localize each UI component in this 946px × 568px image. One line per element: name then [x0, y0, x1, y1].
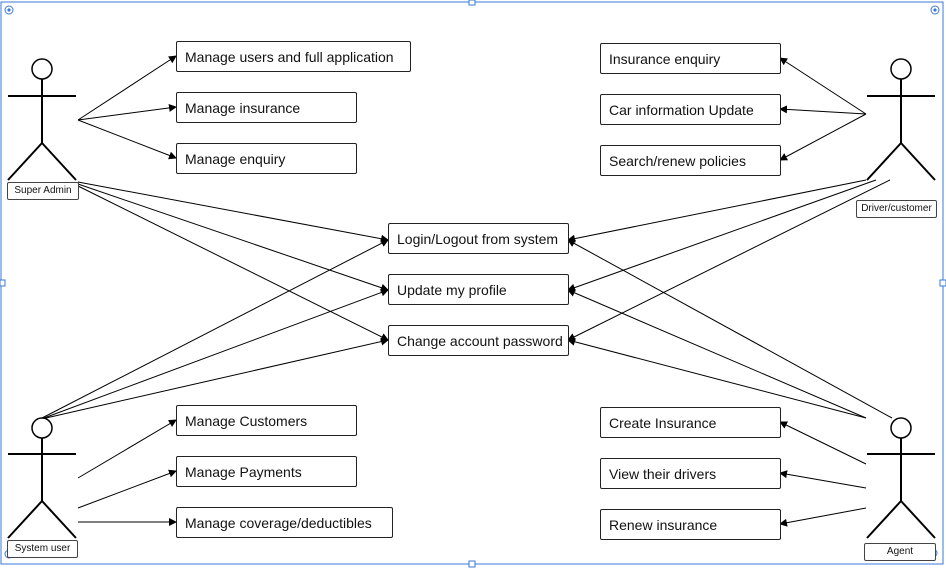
use-case-view-drivers[interactable]: View their drivers [600, 458, 781, 489]
connector [43, 288, 389, 419]
connector [77, 469, 177, 509]
connector [567, 289, 867, 419]
connector [779, 57, 867, 115]
use-case-car-information-update[interactable]: Car information Update [600, 94, 781, 125]
agent-label[interactable]: Agent [864, 543, 936, 561]
connector [779, 507, 867, 527]
use-case-change-password[interactable]: Change account password [388, 325, 569, 356]
agent-actor-figure[interactable] [866, 417, 936, 539]
selection-handle[interactable] [468, 0, 476, 6]
selection-handle[interactable] [468, 560, 476, 568]
super-admin-label[interactable]: Super Admin [7, 182, 79, 200]
connector [779, 470, 867, 489]
use-case-manage-coverage[interactable]: Manage coverage/deductibles [176, 507, 393, 538]
use-case-manage-customers[interactable]: Manage Customers [176, 405, 357, 436]
use-case-manage-payments[interactable]: Manage Payments [176, 456, 357, 487]
connector [567, 179, 867, 243]
rotate-handle[interactable] [4, 5, 14, 15]
connector [779, 421, 867, 465]
connector [77, 419, 177, 479]
connector [567, 337, 867, 419]
driver-customer-label[interactable]: Driver/customer [856, 200, 937, 218]
connector [779, 105, 867, 115]
connector [45, 337, 389, 419]
connector [77, 181, 389, 243]
selection-handle[interactable] [0, 279, 6, 287]
connector [77, 55, 177, 121]
use-case-search-renew-policies[interactable]: Search/renew policies [600, 145, 781, 176]
connector [77, 185, 389, 341]
connector [567, 179, 877, 292]
use-case-manage-insurance[interactable]: Manage insurance [176, 92, 357, 123]
system-user-actor-figure[interactable] [7, 417, 77, 539]
rotate-handle[interactable] [930, 5, 940, 15]
connector [77, 119, 177, 160]
connector [77, 183, 389, 292]
use-case-manage-users[interactable]: Manage users and full application [176, 41, 411, 72]
use-case-login-logout[interactable]: Login/Logout from system [388, 223, 569, 254]
connector [41, 239, 389, 419]
use-case-renew-insurance[interactable]: Renew insurance [600, 509, 781, 540]
use-case-update-profile[interactable]: Update my profile [388, 274, 569, 305]
system-user-label[interactable]: System user [7, 540, 78, 558]
selection-handle[interactable] [939, 279, 946, 287]
connector [567, 179, 891, 341]
super-admin-actor-figure[interactable] [7, 58, 77, 181]
use-case-insurance-enquiry[interactable]: Insurance enquiry [600, 43, 781, 74]
use-case-create-insurance[interactable]: Create Insurance [600, 407, 781, 438]
driver-actor-figure[interactable] [866, 58, 936, 181]
connector [77, 103, 177, 121]
use-case-manage-enquiry[interactable]: Manage enquiry [176, 143, 357, 174]
connector [779, 113, 867, 161]
connector [567, 239, 893, 419]
